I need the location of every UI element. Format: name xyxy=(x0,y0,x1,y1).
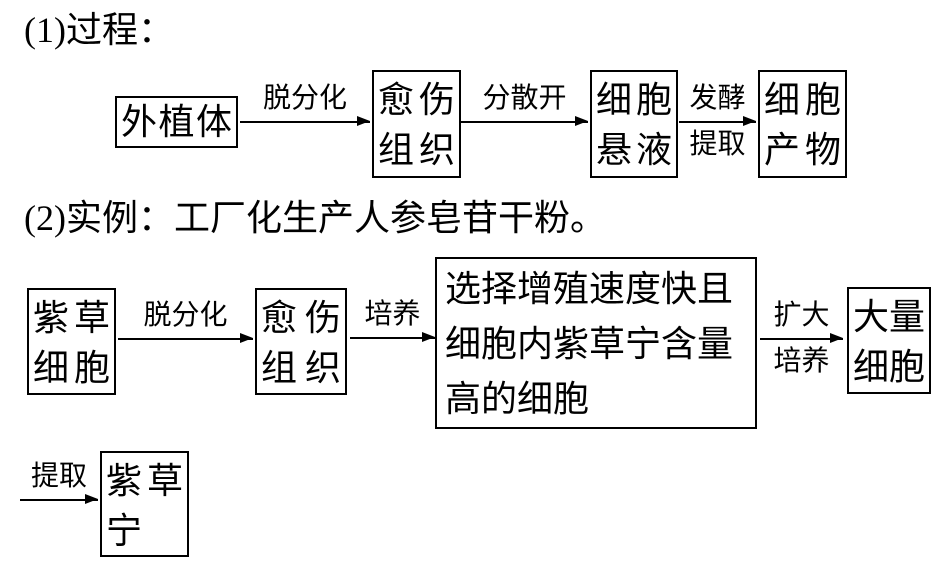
right-arrow-icon xyxy=(760,333,843,343)
node-shikonin-box: 紫草 宁 xyxy=(100,451,189,557)
arrow-ferment-extract: 发酵 提取 xyxy=(679,83,756,160)
arrow-expand-culture: 扩大 培养 xyxy=(760,300,843,377)
arrow-ferment-extract-label-top: 发酵 xyxy=(689,83,746,114)
node-selected-cells-line2: 细胞内紫草宁含量 xyxy=(445,324,734,364)
node-callus-label-line1: 愈伤 xyxy=(378,80,455,120)
node-cell-product-box: 细胞 产物 xyxy=(758,70,847,178)
arrow-dedifferentiation-1-label: 脱分化 xyxy=(262,83,347,114)
right-arrow-icon xyxy=(240,116,370,126)
node-mass-cells-box: 大量 细胞 xyxy=(847,287,931,394)
arrow-culture-label: 培养 xyxy=(364,299,421,330)
node-callus-box-1: 愈伤 组织 xyxy=(372,70,461,178)
arrow-extract-label: 提取 xyxy=(30,461,87,492)
arrow-dedifferentiation-2-label: 脱分化 xyxy=(143,300,228,331)
node-callus-label-line2: 组织 xyxy=(378,130,455,170)
arrow-dedifferentiation-1: 脱分化 xyxy=(240,83,370,126)
node-mass-cells-line2: 细胞 xyxy=(853,347,926,387)
node-selected-cells-line3: 高的细胞 xyxy=(445,379,590,419)
node-selected-cells-box: 选择增殖速度快且 细胞内紫草宁含量 高的细胞 xyxy=(435,257,757,429)
right-arrow-icon xyxy=(679,116,756,126)
arrow-ferment-extract-label-bottom: 提取 xyxy=(689,129,746,160)
node-cell-suspension-line1: 细胞 xyxy=(596,80,672,120)
node-explant-label: 外植体 xyxy=(121,102,232,142)
right-arrow-icon xyxy=(118,333,253,343)
node-lithospermum-cells-box: 紫草 细胞 xyxy=(27,288,116,395)
node-shikonin-line1: 紫草 xyxy=(106,461,183,501)
node-mass-cells-line1: 大量 xyxy=(853,297,926,337)
node-callus-2-line2: 组织 xyxy=(261,348,341,388)
node-cell-product-line2: 产物 xyxy=(764,130,841,170)
node-explant-box: 外植体 xyxy=(115,96,238,148)
arrow-expand-culture-label-top: 扩大 xyxy=(773,300,830,331)
right-arrow-icon xyxy=(350,332,435,342)
node-callus-2-line1: 愈伤 xyxy=(261,298,341,338)
node-cell-suspension-box: 细胞 悬液 xyxy=(590,70,678,178)
arrow-dedifferentiation-2: 脱分化 xyxy=(118,300,253,343)
right-arrow-icon xyxy=(461,116,588,126)
arrow-culture: 培养 xyxy=(350,299,435,342)
right-arrow-icon xyxy=(20,494,98,504)
node-shikonin-line2: 宁 xyxy=(106,511,143,551)
node-cell-suspension-line2: 悬液 xyxy=(596,130,672,170)
section2-heading: (2)实例：工厂化生产人参皂苷干粉。 xyxy=(24,198,606,238)
node-lithospermum-cells-line1: 紫草 xyxy=(33,298,110,338)
arrow-extract: 提取 xyxy=(20,461,98,504)
node-selected-cells-line1: 选择增殖速度快且 xyxy=(445,269,734,309)
arrow-disperse-label: 分散开 xyxy=(482,83,567,114)
arrow-disperse: 分散开 xyxy=(461,83,588,126)
node-callus-box-2: 愈伤 组织 xyxy=(255,288,347,395)
node-cell-product-line1: 细胞 xyxy=(764,80,841,120)
arrow-expand-culture-label-bottom: 培养 xyxy=(773,346,830,377)
node-lithospermum-cells-line2: 细胞 xyxy=(33,348,110,388)
section1-heading: (1)过程： xyxy=(24,10,174,50)
